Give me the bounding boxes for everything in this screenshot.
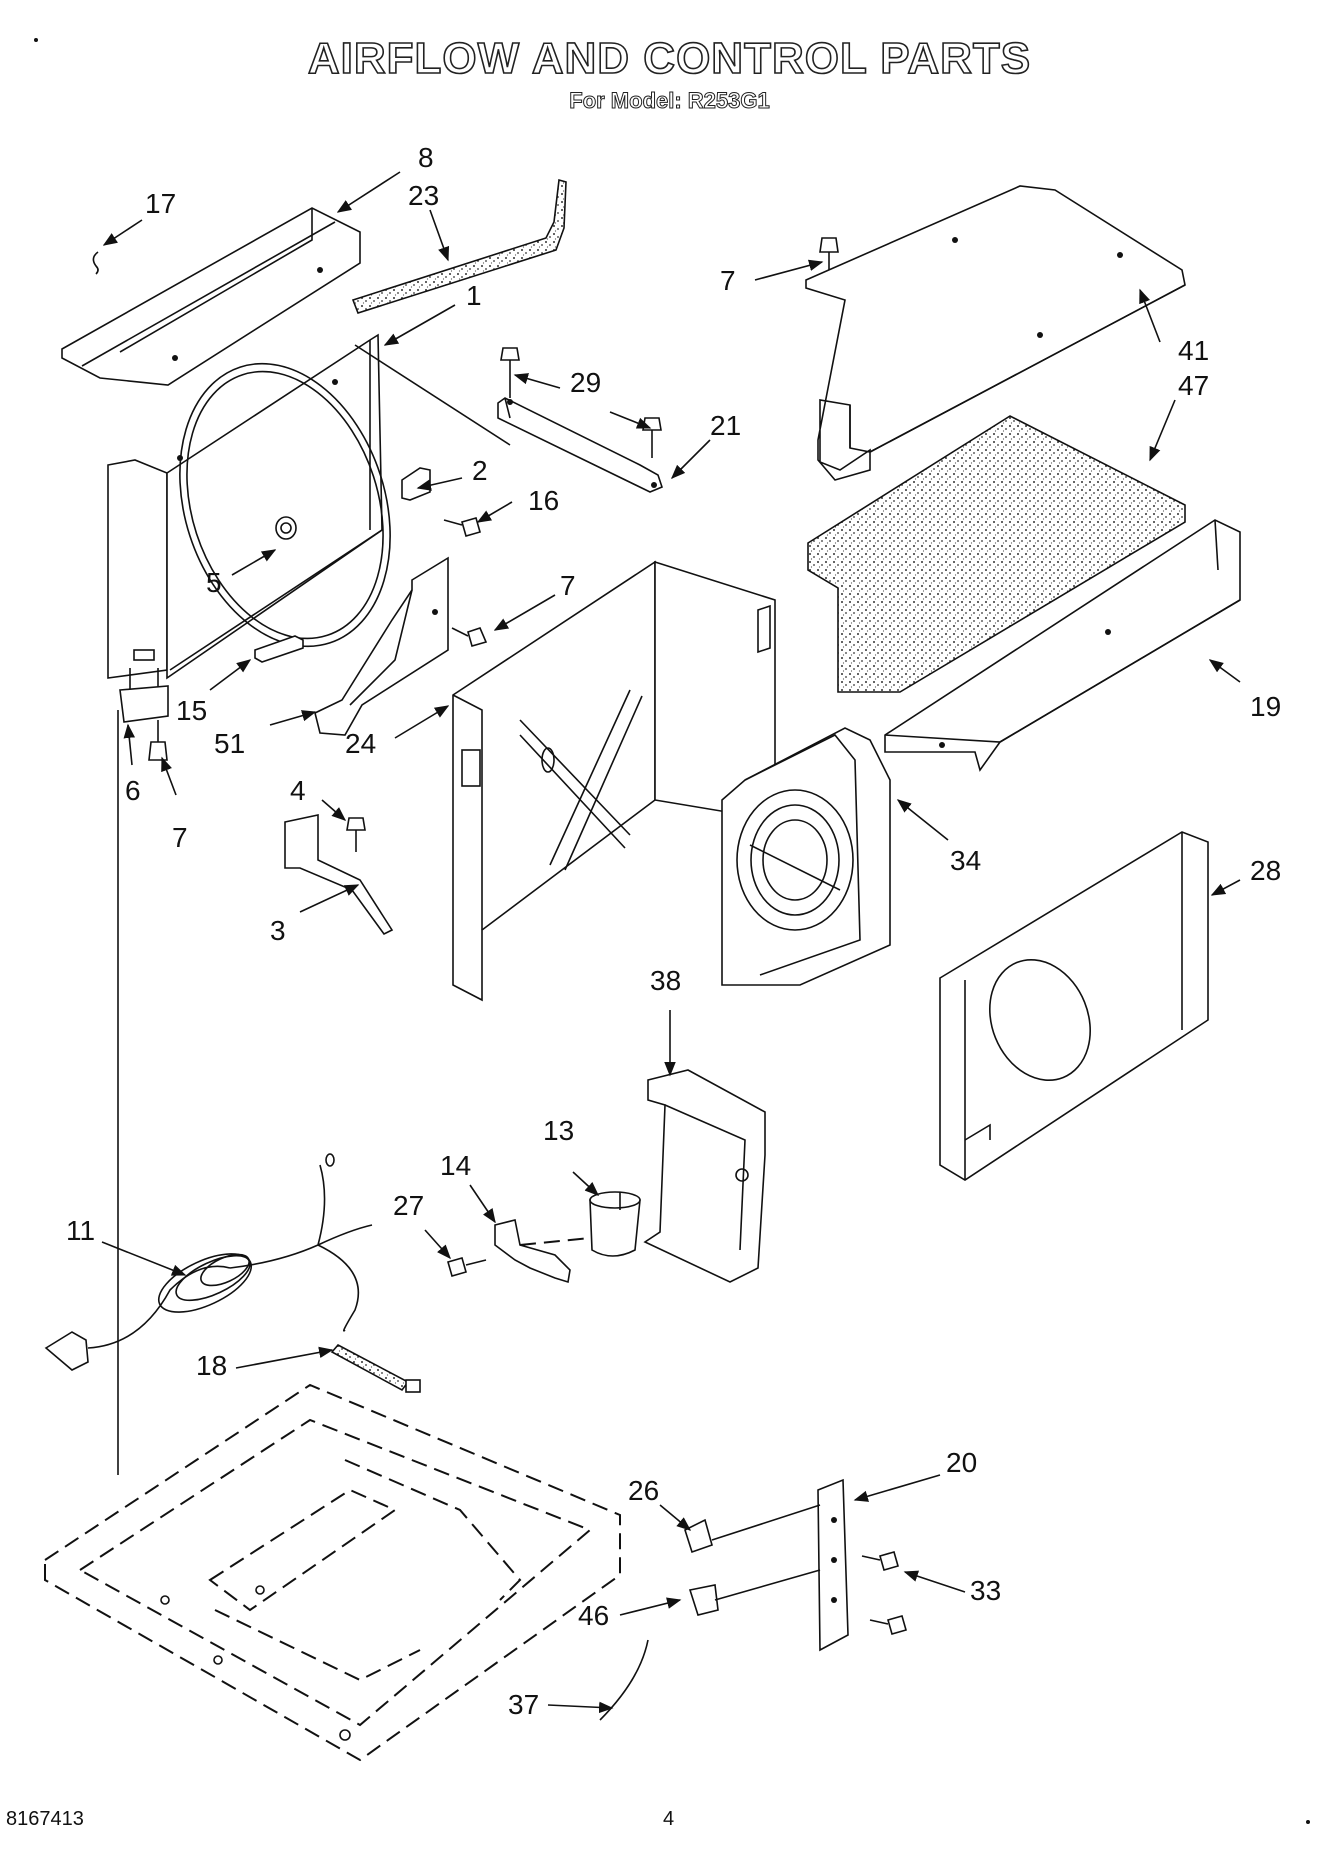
- document-number: 8167413: [6, 1808, 84, 1830]
- callout-3: 3: [270, 915, 286, 946]
- callout-18: 18: [196, 1350, 227, 1381]
- callout-7-top: 7: [720, 265, 736, 296]
- part-26-switch: [684, 1504, 821, 1554]
- part-17-clip: [92, 251, 99, 275]
- part-33-screw: [861, 1551, 899, 1571]
- callout-2: 2: [472, 455, 488, 486]
- callout-6: 6: [125, 775, 141, 806]
- callout-27: 27: [393, 1190, 424, 1221]
- callout-34: 34: [950, 845, 981, 876]
- part-23-seal-strip: [351, 178, 567, 314]
- callout-1: 1: [466, 280, 482, 311]
- callout-26: 26: [628, 1475, 659, 1506]
- corner-mark: [34, 38, 38, 42]
- callout-29: 29: [570, 367, 601, 398]
- callout-16: 16: [528, 485, 559, 516]
- callout-46: 46: [578, 1600, 609, 1631]
- part-7-screw-c: [148, 720, 168, 761]
- callout-15: 15: [176, 695, 207, 726]
- part-18-tie-strap: [330, 1343, 421, 1393]
- callout-11: 11: [66, 1215, 95, 1246]
- callout-47: 47: [1178, 370, 1209, 401]
- part-47-filter: [807, 415, 1186, 693]
- leader-arrows: [101, 171, 1241, 1714]
- callout-28: 28: [1250, 855, 1281, 886]
- part-7-screw-b: [451, 627, 488, 647]
- callout-51: 51: [214, 728, 245, 759]
- page-number: 4: [663, 1808, 675, 1830]
- part-27-screw: [447, 1257, 487, 1277]
- part-34-blower-scroll: [721, 727, 891, 986]
- callout-37: 37: [508, 1689, 539, 1720]
- part-14-strap: [494, 1219, 591, 1284]
- part-20-bracket: [817, 1478, 849, 1652]
- model-subtitle: For Model: R253G1: [569, 88, 770, 114]
- part-29-screw-b: [642, 417, 662, 458]
- callout-23: 23: [408, 180, 439, 211]
- part-1-shroud: [107, 333, 511, 691]
- part-13-capacitor: [589, 1191, 641, 1257]
- part-8-top-deflector: [61, 207, 361, 386]
- callout-labels: 8 17 23 1 29 21 7 41 47 2 16 5 7 15 51 2…: [66, 142, 1281, 1720]
- part-16-screw: [443, 517, 481, 537]
- callout-7-mid: 7: [560, 570, 576, 601]
- callout-13: 13: [543, 1115, 574, 1146]
- part-38-control-box: [643, 1069, 766, 1283]
- part-7-screw-a: [819, 237, 839, 275]
- part-6-bracket: [119, 685, 169, 723]
- callout-5: 5: [206, 567, 222, 598]
- callout-21: 21: [710, 410, 741, 441]
- part-29-screw: [500, 347, 520, 398]
- part-51-scroll-piece: [314, 556, 449, 736]
- callout-8: 8: [418, 142, 434, 173]
- callout-14: 14: [440, 1150, 471, 1181]
- base-pan: [44, 1383, 621, 1762]
- corner-mark-br: [1306, 1820, 1310, 1824]
- callout-38: 38: [650, 965, 681, 996]
- page-title: AIRFLOW AND CONTROL PARTS: [307, 33, 1032, 84]
- part-2-clip: [401, 467, 431, 501]
- part-46-switch: [688, 1569, 821, 1616]
- part-3-bracket: [284, 814, 394, 936]
- callout-4: 4: [290, 775, 306, 806]
- part-19-tray: [884, 519, 1241, 772]
- callout-19: 19: [1250, 691, 1281, 722]
- callout-33: 33: [970, 1575, 1001, 1606]
- part-4-screw: [346, 817, 366, 852]
- callout-20: 20: [946, 1447, 977, 1478]
- part-41-top-panel: [805, 185, 1186, 481]
- part-33-screw-b: [869, 1615, 907, 1635]
- callout-17: 17: [145, 188, 176, 219]
- part-11-power-cord: [44, 1153, 373, 1371]
- callout-24: 24: [345, 728, 376, 759]
- callout-41: 41: [1178, 335, 1209, 366]
- part-5-fan-hub: [275, 516, 297, 540]
- part-24-bulkhead: [452, 560, 776, 1002]
- callout-7-left: 7: [172, 822, 188, 853]
- part-28-panel: [939, 831, 1209, 1181]
- part-15-foam-block: [254, 635, 304, 663]
- part-21-bracket: [497, 397, 663, 493]
